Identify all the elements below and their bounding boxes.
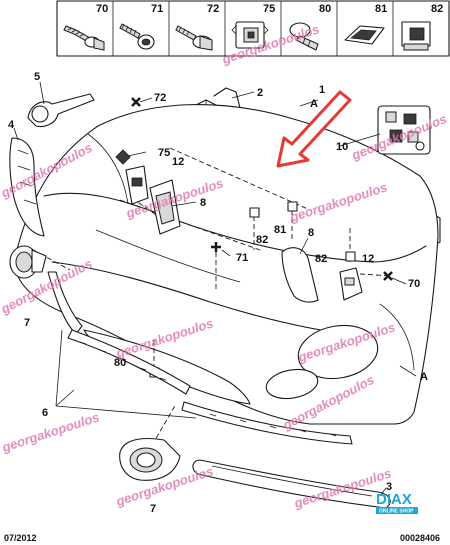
side-bracket [9,137,45,237]
watermark-9: georgakopoulos [0,409,101,455]
clip-icon [231,21,269,49]
callout-10: 10 [336,141,348,153]
callout-71: 71 [236,252,248,264]
mounting-clip-left [125,165,149,205]
callout-75: 75 [158,147,170,159]
lower-grille-strips [47,271,353,445]
brand-logo: DIAX ONLINE SHOP [376,491,418,515]
callout-12-left: 12 [172,156,184,168]
bolt-flange-icon [175,25,213,51]
tow-hook-cover [27,93,95,128]
footer-code: 00028406 [400,533,440,543]
fastener-70-label: 70 [96,3,108,15]
callout-82-left: 82 [256,234,268,246]
cage-nut-icon [401,21,431,51]
screw-marker-71 [211,242,221,252]
headlamp-bracket-kit [377,105,431,155]
callout-7-bottom: 7 [150,503,156,515]
fastener-71-label: 71 [151,3,163,15]
callout-82-right: 82 [315,253,327,265]
fastener-81-label: 81 [375,3,387,15]
screw-icon [119,23,155,50]
callout-5: 5 [34,71,40,83]
footer-date: 07/2012 [4,533,37,543]
fastener-72-label: 72 [207,3,219,15]
callout-8-left: 8 [200,197,206,209]
callout-8-right: 8 [308,227,314,239]
callout-a: A [420,371,428,383]
fastener-80-label: 80 [319,3,331,15]
callout-2: 2 [257,87,263,99]
highlight-arrow [276,90,352,168]
callout-6: 6 [42,407,48,419]
fastener-strip-frame [56,0,450,57]
side-guide-bracket-left [149,179,181,235]
front-bumper-cover [13,104,439,425]
callout-3: 3 [386,481,392,493]
fog-lamp-cover-right [119,437,181,481]
side-guide-bracket-right [281,247,319,303]
callout-70: 70 [408,278,420,290]
callout-12-right: 12 [362,253,374,265]
leader-lines [13,81,417,497]
callout-72: 72 [154,92,166,104]
callout-1: 1 [319,84,325,96]
logo-tagline-bar [376,507,418,514]
logo-tagline: ONLINE SHOP [379,509,414,515]
fastener-82-label: 82 [431,3,443,15]
fastener-75-label: 75 [263,3,275,15]
bolt-marker-72 [131,97,141,107]
grommet-icon [344,25,385,45]
callout-labels: 1 A 2 3 4 5 6 7 7 8 8 10 12 12 70 71 72 … [8,71,428,515]
callout-a-top: A [310,98,318,110]
bolt-marker-70 [383,271,393,281]
fog-lamp-cover-left [9,245,47,279]
callout-4: 4 [8,119,15,131]
mounting-clip-right [339,267,363,301]
logo-wordmark: DIAX [376,491,412,508]
push-rivet-icon [289,22,319,51]
callout-80: 80 [114,357,126,369]
callout-7-left: 7 [24,317,30,329]
callout-81: 81 [274,224,286,236]
fastener-strip: 70 71 72 75 80 81 82 [56,0,450,57]
clip-marker-75 [115,149,131,165]
bolt-washer-icon [63,25,105,51]
